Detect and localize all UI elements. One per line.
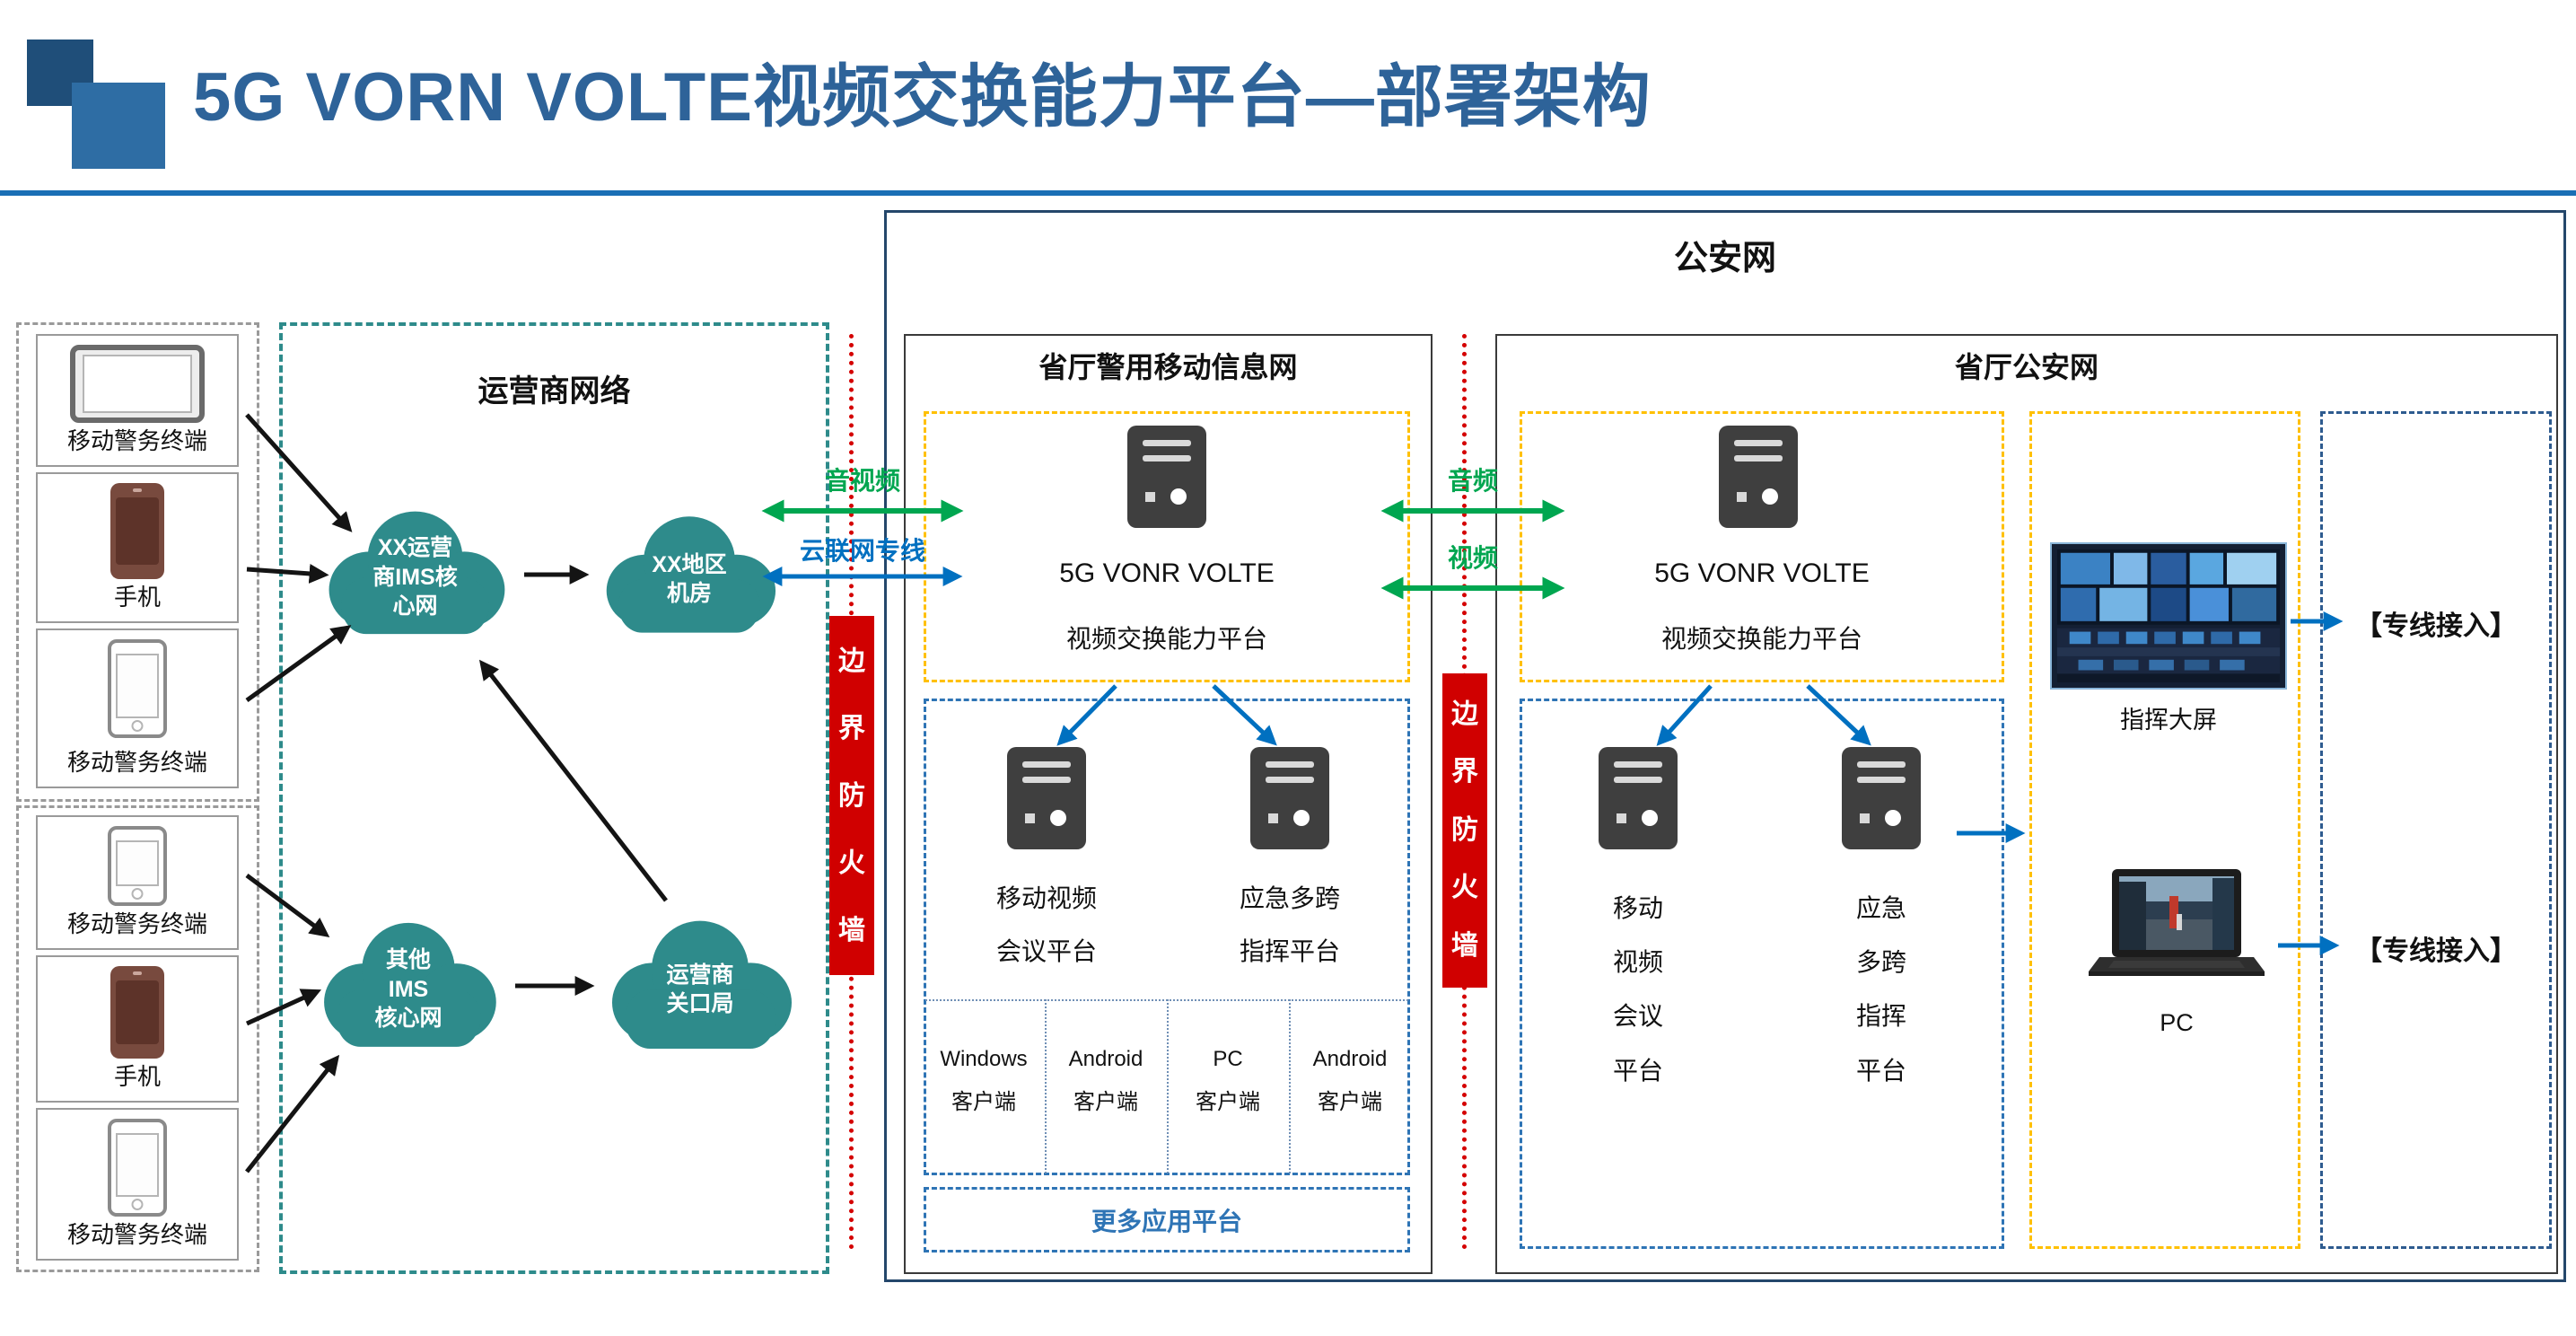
device-label: 移动警务终端 <box>66 749 207 776</box>
terminal-group-1 <box>16 322 259 802</box>
cloud-shape <box>612 920 792 1049</box>
tablet-icon <box>70 345 205 423</box>
cloud-label: 其他 IMS 核心网 <box>374 947 442 1032</box>
device-item-phone: 移动警务终端 <box>36 815 239 950</box>
device-item-tablet: 移动警务终端 <box>36 334 239 467</box>
page-title: 5G VORN VOLTE视频交换能力平台—部署架构 <box>193 59 1652 136</box>
server-icon <box>1719 426 1798 528</box>
platform-desc: 视频交换能力平台 <box>1065 625 1267 653</box>
firewall-label: 边界防火墙 <box>838 646 865 945</box>
header-divider-line <box>0 190 2576 196</box>
cloud-shape <box>606 516 776 633</box>
audio-video-label: 音视频 <box>824 467 900 495</box>
firewall-label: 边界防火墙 <box>1451 699 1478 961</box>
server-icon <box>1007 747 1086 849</box>
device-item-phone: 移动警务终端 <box>36 1108 239 1261</box>
access-box <box>2320 411 2552 1249</box>
provincial-platform-box <box>1520 411 2004 682</box>
cloud-other-ims: 其他 IMS 核心网 <box>305 901 512 1071</box>
big-screen-label: 指挥大屏 <box>2120 707 2217 734</box>
platform-name: 5G VONR VOLTE <box>1654 558 1870 588</box>
phone-icon <box>110 483 164 579</box>
provincial-apps-box <box>1520 699 2004 1249</box>
mobile-platform-box <box>924 411 1410 682</box>
device-label: 手机 <box>113 584 161 611</box>
client-pc: PC 客户端 <box>1196 1047 1260 1114</box>
mobile-info-net-title: 省厅警用移动信息网 <box>1038 351 1298 383</box>
logo-square-light <box>72 83 165 169</box>
server-icon <box>1250 747 1329 849</box>
server-label-mobile-video: 移动 视频 会议 平台 <box>1612 894 1663 1085</box>
mobile-apps-box <box>924 699 1410 1175</box>
cloud-region-room: XX地区 机房 <box>588 496 791 655</box>
pc-label: PC <box>2160 1009 2194 1036</box>
server-label-mobile-video: 移动视频 会议平台 <box>995 884 1097 965</box>
cloud-line-label: 云联网专线 <box>799 537 925 565</box>
server-label-emergency: 应急 多跨 指挥 平台 <box>1855 894 1906 1085</box>
server-icon <box>1599 747 1678 849</box>
device-label: 手机 <box>113 1063 161 1090</box>
access-link-2: 【专线接入】 <box>2355 936 2517 966</box>
phone-icon <box>108 1119 167 1217</box>
firewall-badge-2: 边界防火墙 <box>1442 673 1487 988</box>
device-item-phone: 手机 <box>36 955 239 1103</box>
platform-name: 5G VONR VOLTE <box>1059 558 1275 588</box>
firewall-badge-1: 边界防火墙 <box>829 616 874 975</box>
cloud-ims-core: XX运营 商IMS核 心网 <box>310 489 521 658</box>
client-col-separator <box>1289 999 1291 1173</box>
client-windows: Windows 客户端 <box>940 1047 1028 1114</box>
access-link-1: 【专线接入】 <box>2355 611 2517 641</box>
audio-label: 音频 <box>1447 467 1498 495</box>
device-item-phone: 手机 <box>36 472 239 623</box>
cloud-gateway: 运营商 关口局 <box>592 898 808 1074</box>
cloud-label: 运营商 关口局 <box>666 962 734 1017</box>
client-col-separator <box>1045 999 1047 1173</box>
display-box <box>2029 411 2300 1249</box>
server-label-emergency: 应急多跨 指挥平台 <box>1239 884 1340 965</box>
platform-desc: 视频交换能力平台 <box>1660 625 1862 653</box>
pc-image <box>2087 867 2266 1002</box>
more-apps-box: 更多应用平台 <box>924 1187 1410 1252</box>
phone-icon <box>110 966 164 1059</box>
operator-network-title: 运营商网络 <box>478 374 631 409</box>
provincial-net-title: 省厅公安网 <box>1954 351 2098 383</box>
cloud-label: XX地区 机房 <box>652 551 727 607</box>
video-label: 视频 <box>1447 544 1498 572</box>
terminal-group-2 <box>16 805 259 1272</box>
device-item-phone: 移动警务终端 <box>36 628 239 788</box>
security-net-box <box>884 210 2566 1282</box>
client-col-separator <box>1167 999 1169 1173</box>
security-net-title: 公安网 <box>1673 240 1776 277</box>
phone-icon <box>108 639 167 738</box>
device-label: 移动警务终端 <box>66 427 207 454</box>
operator-network-box <box>279 322 829 1274</box>
command-big-screen-image <box>2050 542 2287 690</box>
cloud-shape <box>329 511 505 635</box>
server-icon <box>1842 747 1921 849</box>
phone-icon <box>108 826 167 906</box>
client-android-1: Android 客户端 <box>1068 1047 1143 1114</box>
device-label: 移动警务终端 <box>66 1221 207 1248</box>
server-icon <box>1127 426 1206 528</box>
client-android-2: Android 客户端 <box>1312 1047 1388 1114</box>
cloud-shape <box>324 922 496 1047</box>
more-apps-label: 更多应用平台 <box>1091 1207 1242 1235</box>
device-label: 移动警务终端 <box>66 910 207 937</box>
cloud-label: XX运营 商IMS核 心网 <box>372 535 458 620</box>
